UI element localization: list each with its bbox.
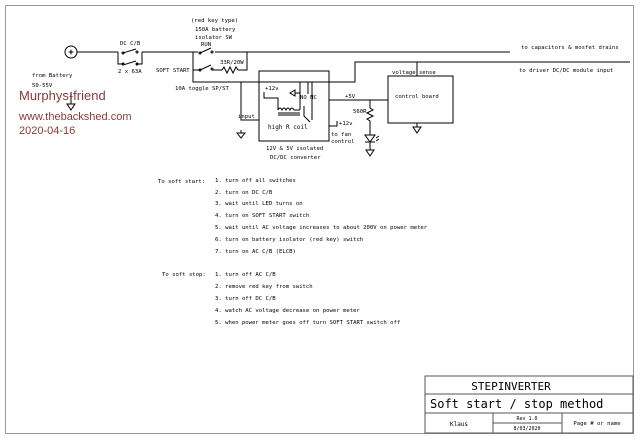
fan-label-1: to fan bbox=[331, 132, 351, 138]
toggle-label: 10A toggle SP/ST bbox=[175, 86, 230, 92]
soft-start-step: 2. turn on DC C/B bbox=[215, 190, 273, 196]
soft-start-heading: To soft start: bbox=[158, 179, 205, 185]
soft-stop-step: 5. when power meter goes off turn SOFT S… bbox=[215, 320, 400, 326]
soft-start-step: 3. wait until LED turns on bbox=[215, 201, 303, 207]
input-label: input bbox=[238, 114, 255, 120]
voltage-sense-label: voltage sense bbox=[392, 70, 436, 76]
fan-supply-label: +12v bbox=[339, 121, 353, 127]
watermark: Murphys-friend www.thebackshed.com 2020-… bbox=[18, 88, 132, 137]
isolator-label-1: (red key type) bbox=[191, 18, 238, 24]
soft-stop-step: 2. remove red key from switch bbox=[215, 284, 313, 290]
soft-start-step: 5. wait until AC voltage increases to ab… bbox=[215, 225, 428, 231]
plus5v-label: +5V bbox=[345, 94, 356, 100]
led-resistor-symbol bbox=[365, 100, 375, 135]
soft-stop-heading: To soft stop: bbox=[162, 272, 206, 278]
soft-stop-procedure: To soft stop: 1. turn off AC C/B 2. remo… bbox=[162, 272, 400, 326]
coil-label: high R coil bbox=[268, 124, 308, 131]
input-ground-symbol bbox=[235, 130, 247, 139]
soft-start-switch-symbol bbox=[198, 64, 214, 72]
dc-breaker-symbol bbox=[117, 48, 143, 66]
relay-ground-symbol bbox=[289, 89, 301, 110]
soft-start-step: 6. turn on battery isolator (red key) sw… bbox=[215, 237, 363, 243]
author: Klaus bbox=[450, 421, 468, 428]
input-wire bbox=[240, 82, 259, 121]
run-switch-symbol bbox=[198, 47, 215, 55]
resistor-33r-symbol bbox=[221, 65, 239, 75]
coil-wire bbox=[263, 92, 279, 110]
revision: Rev 1.0 bbox=[516, 416, 537, 422]
relay-output-wire bbox=[311, 61, 630, 120]
switch-bus-wire bbox=[192, 52, 330, 83]
battery-ground-symbol bbox=[66, 92, 76, 111]
soft-stop-step: 3. turn off DC C/B bbox=[215, 296, 276, 302]
drawing-title: Soft start / stop method bbox=[430, 397, 603, 411]
page-name: Page # or name bbox=[573, 421, 621, 427]
control-board-label: control board bbox=[395, 94, 439, 100]
isolator-label-3: isolator SW bbox=[195, 35, 233, 41]
soft-start-switch-label: SOFT START bbox=[156, 68, 190, 74]
run-label: RUN bbox=[201, 42, 211, 48]
sheet-border bbox=[5, 5, 634, 434]
dcdc-converter-box bbox=[258, 70, 330, 142]
coil-supply-label: +12v bbox=[265, 86, 279, 92]
converter-label-1: 12V & 5V isolated bbox=[266, 146, 323, 152]
converter-label-2: DC/DC converter bbox=[270, 155, 321, 161]
output-driver-label: to driver DC/DC module input bbox=[519, 68, 613, 74]
title-block: STEPINVERTER Soft start / stop method Kl… bbox=[424, 375, 634, 434]
revision-date: 8/03/2020 bbox=[513, 426, 540, 432]
isolator-label-2: 150A battery bbox=[195, 27, 236, 33]
relay-contact-wire bbox=[290, 81, 311, 123]
soft-stop-step: 1. turn off AC C/B bbox=[215, 272, 276, 278]
led-resistor-label: 560R bbox=[353, 109, 367, 115]
watermark-date: 2020-04-16 bbox=[19, 125, 75, 137]
watermark-name: Murphys-friend bbox=[19, 88, 106, 103]
project-name: STEPINVERTER bbox=[471, 380, 551, 393]
soft-start-procedure: To soft start: 1. turn off all switches … bbox=[158, 178, 428, 255]
dc-cb-rating: 2 x 63A bbox=[118, 69, 142, 75]
soft-start-step: 7. turn on AC C/B (ELCB) bbox=[215, 249, 296, 255]
soft-start-step: 1. turn off all switches bbox=[215, 178, 296, 184]
resistor-33r-label: 33R/20W bbox=[220, 60, 244, 66]
battery-terminal: + bbox=[64, 45, 78, 59]
battery-label: from Battery bbox=[32, 73, 73, 79]
watermark-site: www.thebackshed.com bbox=[18, 111, 132, 123]
output-caps-label: to capacitors & mosfet drains bbox=[521, 45, 619, 51]
fan-wire bbox=[329, 121, 338, 127]
relay-contacts-label: NO NC bbox=[300, 95, 317, 101]
fan-label-2: control bbox=[331, 139, 355, 145]
led-symbol bbox=[364, 134, 380, 150]
control-board-ground-symbol bbox=[412, 123, 422, 134]
battery-terminal-symbol: + bbox=[68, 48, 74, 58]
relay-coil-symbol bbox=[277, 107, 300, 116]
control-board-box bbox=[387, 75, 454, 124]
dc-cb-label: DC C/B bbox=[120, 41, 141, 47]
led-ground-symbol bbox=[365, 149, 375, 157]
soft-stop-step: 4. watch AC voltage decrease on power me… bbox=[215, 308, 360, 314]
soft-start-step: 4. turn on SOFT START switch bbox=[215, 213, 309, 219]
battery-voltage-label: 50-55V bbox=[32, 83, 53, 89]
